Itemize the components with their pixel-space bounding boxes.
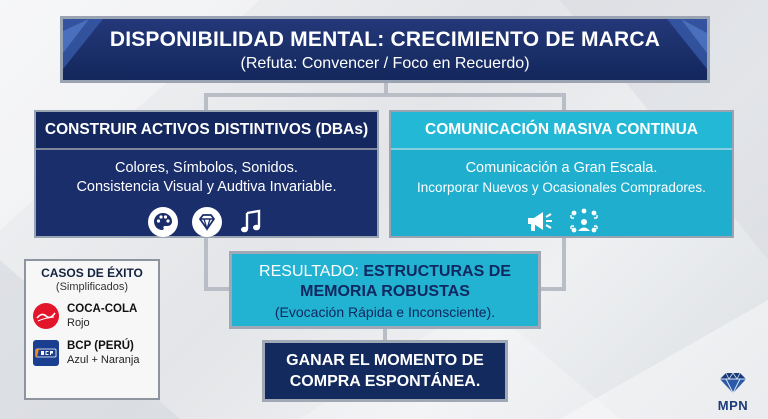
result-line-2: MEMORIA ROBUSTAS [300,283,470,300]
result-line-3: (Evocación Rápida e Inconsciente). [274,304,496,320]
connector-right-down [562,93,566,111]
case-color: Azul + Naranja [67,354,140,366]
connector-title-down [384,83,388,95]
connector-result-to-final [383,329,387,341]
connector-right-to-result [562,238,566,290]
connector-left-to-result-h [204,287,230,291]
final-box: GANAR EL MOMENTO DE COMPRA ESPONTÁNEA. [262,340,508,402]
connector-right-to-result-h [540,287,566,291]
mass-communication-column: COMUNICACIÓN MASIVA CONTINUA Comunicació… [389,110,734,238]
diamond-icon [191,207,222,237]
audience-network-icon [569,207,599,237]
dba-heading: CONSTRUIR ACTIVOS DISTINTIVOS (DBAs) [36,112,377,150]
megaphone-icon [525,207,555,237]
connector-horizontal-top [204,93,566,97]
success-cases-subtitle: (Simplificados) [55,281,129,293]
mass-communication-line-2: Incorporar Nuevos y Ocasionales Comprado… [417,180,706,195]
success-cases-panel: CASOS DE ÉXITO (Simplificados) COCA-COLA… [24,259,160,400]
result-box: RESULTADO: ESTRUCTURAS DE MEMORIA ROBUST… [229,251,541,329]
final-line-2: COMPRA ESPONTÁNEA. [289,373,481,390]
diamond-logo-icon [720,372,746,395]
result-prefix: RESULTADO: [259,263,359,280]
connector-left-down [204,93,208,111]
dba-line-2: Consistencia Visual y Audtiva Invariable… [76,179,337,195]
case-item: BCP (PERÚ) Azul + Naranja [26,339,158,367]
result-highlight: ESTRUCTURAS DE [363,263,511,280]
page-title: DISPONIBILIDAD MENTAL: CRECIMIENTO DE MA… [109,28,661,51]
mass-communication-heading: COMUNICACIÓN MASIVA CONTINUA [391,112,732,150]
title-box: DISPONIBILIDAD MENTAL: CRECIMIENTO DE MA… [60,16,710,83]
case-color: Rojo [67,317,90,329]
dba-line-1: Colores, Símbolos, Sonidos. [115,160,298,176]
bcp-logo [33,340,59,366]
coca-cola-logo [33,303,59,329]
corner-decoration-left [63,19,103,69]
case-brand: COCA-COLA [67,303,138,315]
success-cases-title: CASOS DE ÉXITO [41,266,143,280]
brand-logo: MPN [708,371,758,413]
dba-column: CONSTRUIR ACTIVOS DISTINTIVOS (DBAs) Col… [34,110,379,238]
palette-icon [147,207,178,237]
case-brand: BCP (PERÚ) [67,340,134,352]
mass-communication-line-1: Comunicación a Gran Escala. [465,160,658,176]
result-line-1: RESULTADO: ESTRUCTURAS DE [232,261,538,282]
music-note-icon [236,207,266,237]
final-line-1: GANAR EL MOMENTO DE [286,352,484,369]
brand-logo-text: MPN [717,398,749,413]
page-subtitle: (Refuta: Convencer / Foco en Recuerdo) [240,55,530,72]
connector-left-to-result [204,238,208,290]
corner-decoration-right [667,19,707,69]
case-item: COCA-COLA Rojo [26,302,158,330]
